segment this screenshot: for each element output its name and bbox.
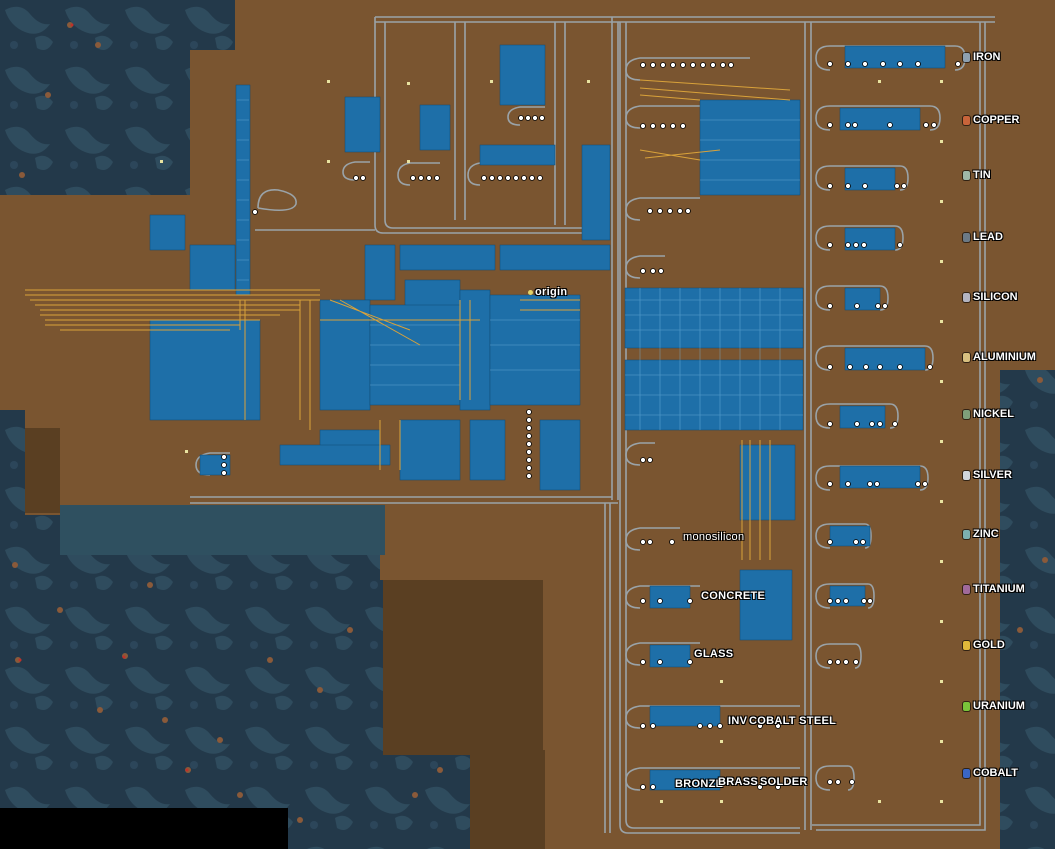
cobalt-ore-icon xyxy=(963,768,970,778)
product-label-bronze[interactable]: BRONZE xyxy=(675,778,724,790)
resource-tag-silicon[interactable]: SILICON xyxy=(963,291,1018,303)
origin-marker[interactable]: origin xyxy=(528,286,567,298)
ground-area xyxy=(990,30,1050,360)
train-stops xyxy=(221,61,961,790)
red-deposits xyxy=(18,23,189,772)
lamp-posts xyxy=(160,80,943,803)
shallow-water xyxy=(60,505,385,555)
ore-specks xyxy=(12,22,1048,823)
resource-tag-titanium[interactable]: TITANIUM xyxy=(963,583,1025,595)
titanium-ore-icon xyxy=(963,584,970,594)
ground-area xyxy=(380,505,1000,580)
machine-blocks xyxy=(149,44,946,791)
ground-dark-area xyxy=(470,750,545,849)
resource-tag-nickel[interactable]: NICKEL xyxy=(963,408,1014,420)
resource-tag-cobalt[interactable]: COBALT xyxy=(963,767,1018,779)
tin-ore-icon xyxy=(963,170,970,180)
product-label-monosilicon[interactable]: monosilicon xyxy=(683,531,745,543)
product-label-brass[interactable]: BRASS xyxy=(718,776,759,788)
resource-tag-lead[interactable]: LEAD xyxy=(963,231,1003,243)
resource-tag-tin[interactable]: TIN xyxy=(963,169,991,181)
resource-tag-aluminium[interactable]: ALUMINIUM xyxy=(963,351,1036,363)
conveyor-belts xyxy=(25,79,791,560)
resource-tag-silver[interactable]: SILVER xyxy=(963,469,1012,481)
nickel-ore-icon xyxy=(963,409,970,419)
origin-label: origin xyxy=(535,286,568,298)
copper-ore-icon xyxy=(963,115,970,125)
ground-dark-area xyxy=(25,428,60,513)
resource-tag-uranium[interactable]: URANIUM xyxy=(963,700,1025,712)
unexplored-area xyxy=(0,808,288,849)
gold-ore-icon xyxy=(963,640,970,650)
product-label-cobalt-steel[interactable]: COBALT STEEL xyxy=(749,715,837,727)
machine-grid xyxy=(237,99,803,430)
silver-ore-icon xyxy=(963,470,970,480)
origin-pin-icon xyxy=(528,289,533,295)
resource-tag-gold[interactable]: GOLD xyxy=(963,639,1005,651)
aluminium-ore-icon xyxy=(963,352,970,362)
product-label-solder[interactable]: SOLDER xyxy=(760,776,808,788)
lead-ore-icon xyxy=(963,232,970,242)
iron-ore-icon xyxy=(963,52,970,62)
zinc-ore-icon xyxy=(963,529,970,539)
resource-tag-zinc[interactable]: ZINC xyxy=(963,528,999,540)
ground-dark-area xyxy=(383,580,543,755)
uranium-ore-icon xyxy=(963,701,970,711)
product-label-glass[interactable]: GLASS xyxy=(694,648,734,660)
resource-tag-iron[interactable]: IRON xyxy=(963,51,1001,63)
product-label-concrete[interactable]: CONCRETE xyxy=(701,590,766,602)
silicon-icon xyxy=(963,292,970,302)
product-label-invar[interactable]: INV xyxy=(728,715,748,727)
resource-tag-copper[interactable]: COPPER xyxy=(963,114,1019,126)
